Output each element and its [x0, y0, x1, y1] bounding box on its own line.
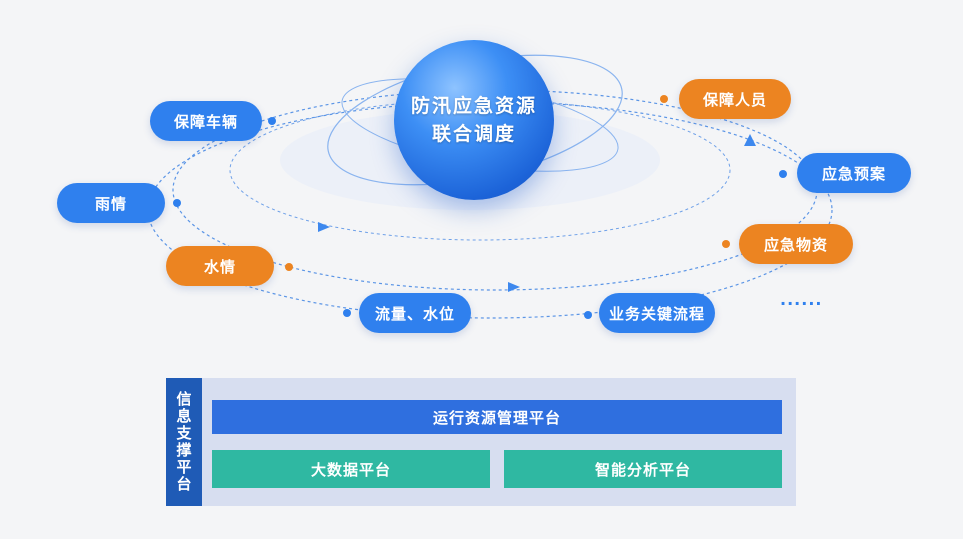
intelligent-analysis-platform: 智能分析平台: [504, 450, 782, 488]
node-business-process: 业务关键流程: [599, 293, 715, 333]
resource-management-platform: 运行资源管理平台: [212, 400, 782, 434]
node-vehicles: 保障车辆: [150, 101, 262, 141]
node-emergency-plan: 应急预案: [797, 153, 911, 193]
orbit-arrow: [318, 222, 330, 232]
node-flow-level: 流量、水位: [359, 293, 471, 333]
center-title-line1: 防汛应急资源: [410, 95, 537, 117]
support-platform-title: 信息支撑平台: [166, 378, 202, 506]
orbit-dot: [660, 95, 668, 103]
outer-orbit-ring: [147, 101, 833, 319]
node-water: 水情: [166, 246, 274, 286]
orbit-arrow: [744, 134, 756, 146]
orbit-dot: [722, 240, 730, 248]
central-sphere: 防汛应急资源 联合调度: [394, 40, 554, 200]
orbit-dot: [268, 117, 276, 125]
inner-orbit-ring: [229, 99, 731, 241]
orbit-dot: [779, 170, 787, 178]
node-emergency-materials: 应急物资: [739, 224, 853, 264]
node-rain: 雨情: [57, 183, 165, 223]
orbit-dot: [173, 199, 181, 207]
node-personnel: 保障人员: [679, 79, 791, 119]
orbit-arrow: [508, 282, 520, 292]
big-data-platform: 大数据平台: [212, 450, 490, 488]
center-title-line2: 联合调度: [431, 123, 516, 145]
more-ellipsis: ······: [780, 294, 823, 313]
orbit-dot: [343, 309, 351, 317]
orbit-dot: [584, 311, 592, 319]
orbit-dot: [285, 263, 293, 271]
info-support-platform: 信息支撑平台 运行资源管理平台 大数据平台 智能分析平台: [166, 378, 796, 506]
